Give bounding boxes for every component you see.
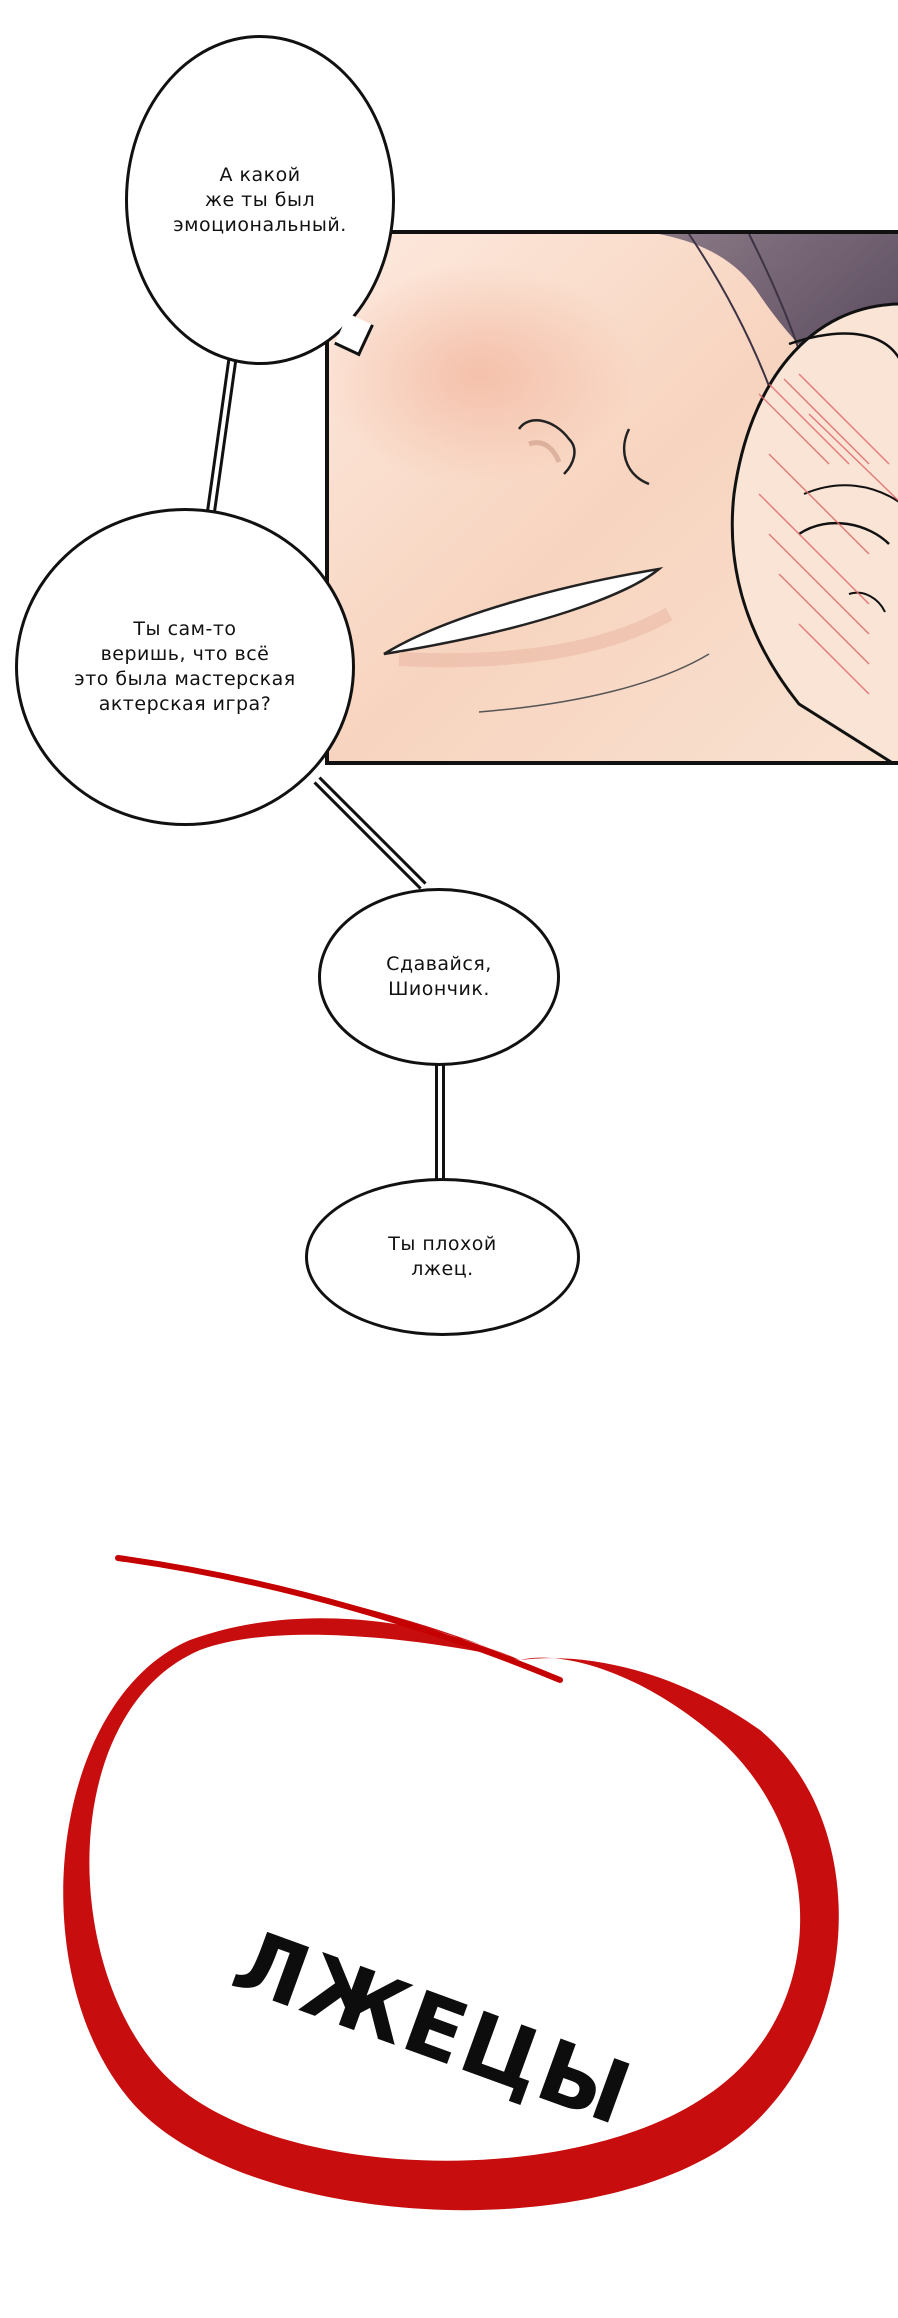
bubble-connector	[435, 1050, 445, 1190]
face-illustration	[329, 234, 898, 761]
manga-panel-face-closeup	[325, 230, 898, 765]
speech-bubble-1: А какой же ты был эмоциональный.	[125, 35, 395, 365]
speech-bubble-3: Сдавайся, Шиончик.	[318, 888, 560, 1066]
bubble-connector	[313, 776, 427, 890]
bubble-connector	[204, 354, 238, 525]
speech-bubble-text: Ты сам-то веришь, что всё это была масте…	[74, 618, 296, 715]
nose-line	[517, 419, 576, 475]
speech-bubble-4: Ты плохой лжец.	[305, 1178, 580, 1336]
blush-lines	[758, 373, 898, 695]
hand-shape	[730, 302, 898, 761]
speech-bubble-text: Сдавайся, Шиончик.	[386, 953, 492, 1000]
speech-bubble-2: Ты сам-то веришь, что всё это была масте…	[15, 508, 355, 826]
speech-bubble-text: А какой же ты был эмоциональный.	[173, 163, 347, 236]
mouth	[383, 567, 664, 656]
red-ring-sfx	[63, 1555, 839, 2211]
speech-bubble-text: Ты плохой лжец.	[388, 1233, 497, 1280]
